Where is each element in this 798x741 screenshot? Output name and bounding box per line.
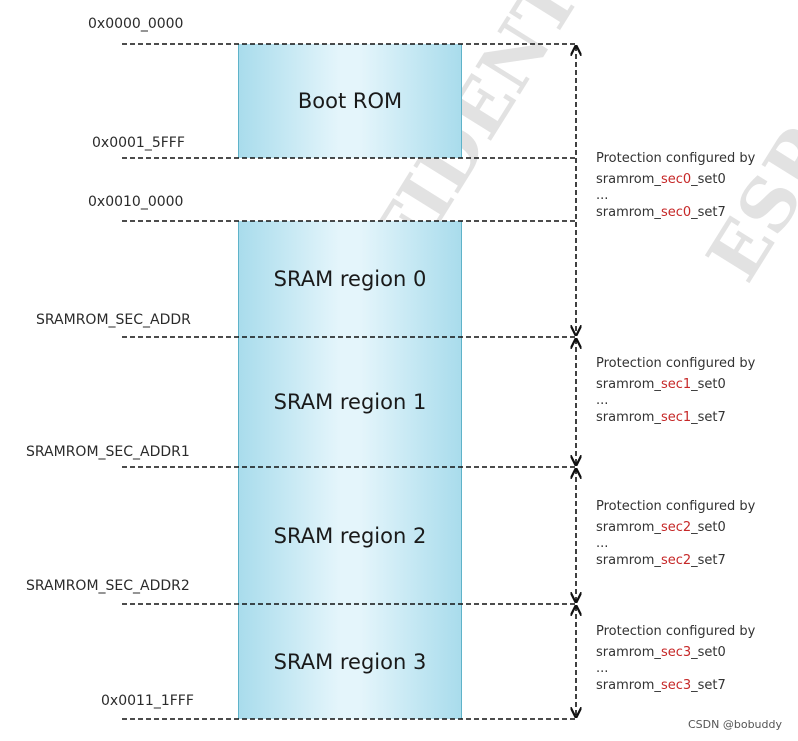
sram-region-2-block: SRAM region 2 (238, 467, 462, 604)
sec-name: sec0 (660, 205, 692, 220)
footer-credit: CSDN @bobuddy (688, 718, 782, 731)
protection-note-sec1: Protection configured by sramrom_sec1_se… (596, 353, 755, 428)
sec-name: sec1 (660, 377, 692, 392)
addr-label-sram-start: 0x0010_0000 (88, 194, 184, 210)
ellipsis: ... (596, 661, 609, 676)
protection-header: Protection configured by (596, 624, 756, 639)
reg-prefix: sramrom_ (596, 205, 661, 220)
reg-prefix: sramrom_ (596, 172, 661, 187)
reg-prefix: sramrom_ (596, 377, 661, 392)
protection-header: Protection configured by (596, 356, 756, 371)
sec-name: sec0 (660, 172, 692, 187)
ellipsis: ... (596, 393, 609, 408)
reg-suffix: _set0 (691, 172, 726, 187)
reg-prefix: sramrom_ (596, 520, 661, 535)
sram-region-1-label: SRAM region 1 (273, 390, 427, 414)
reg-suffix: _set0 (691, 520, 726, 535)
protection-header: Protection configured by (596, 499, 756, 514)
sram-region-2-label: SRAM region 2 (273, 523, 427, 548)
reg-prefix: sramrom_ (596, 645, 661, 660)
ellipsis: ... (596, 188, 609, 203)
reg-suffix: _set0 (691, 645, 726, 660)
reg-suffix: _set7 (691, 410, 726, 425)
sec-name: sec1 (660, 410, 692, 425)
sec-name: sec3 (660, 678, 692, 693)
sec-name: sec2 (660, 520, 692, 535)
sram-region-3-label: SRAM region 3 (273, 649, 427, 674)
addr-label-sec-addr: SRAMROM_SEC_ADDR (36, 312, 191, 328)
protection-note-sec2: Protection configured by sramrom_sec2_se… (596, 496, 755, 571)
sram-region-3-block: SRAM region 3 (238, 604, 462, 719)
reg-suffix: _set7 (691, 678, 726, 693)
sram-region-0-block: SRAM region 0 (238, 221, 462, 337)
protection-note-sec0: Protection configured by sramrom_sec0_se… (596, 148, 755, 223)
sec-name: sec3 (660, 645, 692, 660)
protection-note-sec3: Protection configured by sramrom_sec3_se… (596, 621, 755, 696)
addr-label-end: 0x0011_1FFF (101, 693, 194, 709)
reg-suffix: _set7 (691, 205, 726, 220)
sram-region-1-block: SRAM region 1 (238, 337, 462, 467)
protection-header: Protection configured by (596, 151, 756, 166)
reg-prefix: sramrom_ (596, 678, 661, 693)
addr-label-boot-end: 0x0001_5FFF (92, 135, 185, 151)
reg-suffix: _set7 (691, 553, 726, 568)
reg-prefix: sramrom_ (596, 410, 661, 425)
addr-label-sec-addr1: SRAMROM_SEC_ADDR1 (26, 444, 190, 460)
sram-region-0-label: SRAM region 0 (273, 267, 427, 291)
boot-rom-block: Boot ROM (238, 44, 462, 158)
addr-label-sec-addr2: SRAMROM_SEC_ADDR2 (26, 578, 190, 594)
reg-suffix: _set0 (691, 377, 726, 392)
reg-prefix: sramrom_ (596, 553, 661, 568)
boot-rom-label: Boot ROM (297, 89, 403, 113)
ellipsis: ... (596, 536, 609, 551)
sec-name: sec2 (660, 553, 692, 568)
addr-label-start: 0x0000_0000 (88, 16, 184, 32)
